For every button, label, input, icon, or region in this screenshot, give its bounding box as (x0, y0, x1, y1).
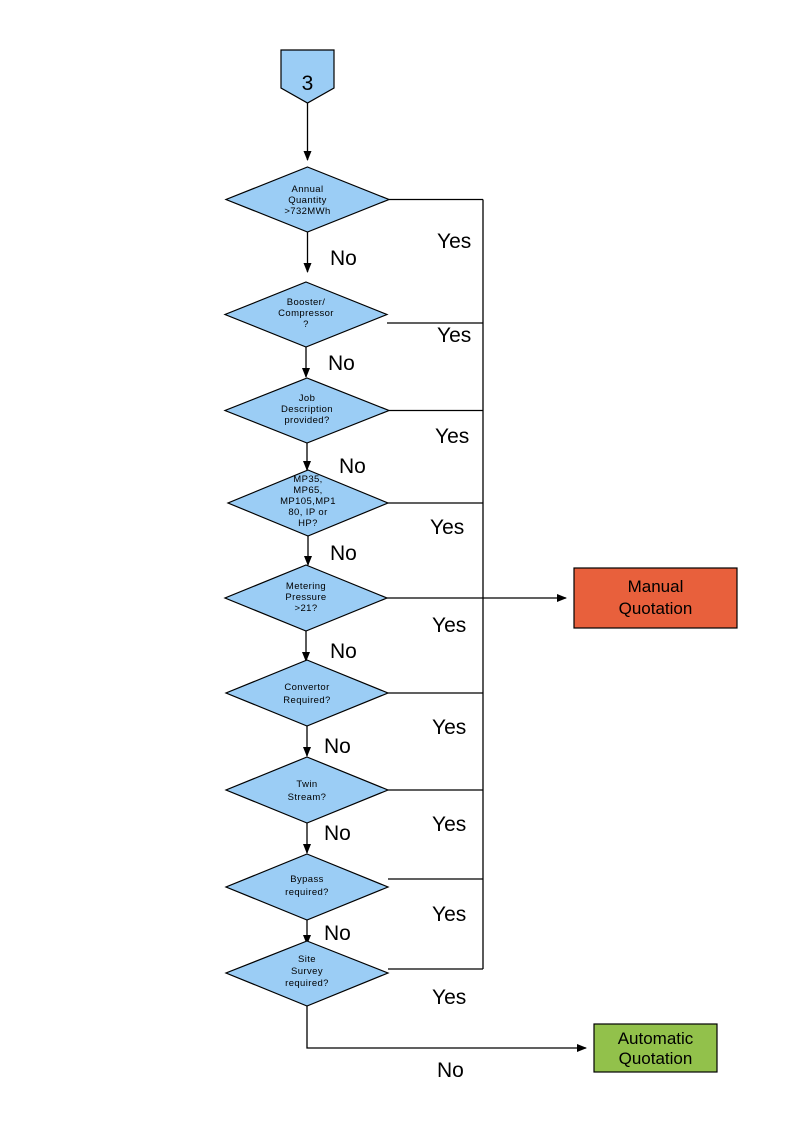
decision-booster-compressor-line-1: Compressor (278, 308, 334, 319)
label-convertor-required-no: No (324, 735, 351, 758)
decision-job-description-line-0: Job (299, 393, 316, 404)
terminal-manual-quotation[interactable]: Manual Quotation (573, 567, 738, 629)
decision-twin-stream-line-0: Twin (296, 779, 317, 790)
decision-meter-type-line-2: MP105,MP1 (280, 496, 336, 507)
label-meter-type-yes: Yes (430, 516, 464, 539)
decision-annual-quantity[interactable]: Annual Quantity >732MWh (224, 166, 391, 233)
decision-convertor-required[interactable]: Convertor Required? (224, 659, 390, 727)
decision-metering-pressure-line-1: Pressure (285, 592, 326, 603)
terminal-manual-quotation-shape (573, 567, 738, 629)
start-connector-label: 3 (302, 72, 314, 95)
off-page-connector-shape (280, 49, 335, 104)
decision-twin-stream-line-1: Stream? (288, 792, 327, 803)
decision-meter-type-line-1: MP65, (293, 485, 322, 496)
decision-site-survey[interactable]: Site Survey required? (224, 940, 390, 1007)
decision-meter-type-line-0: MP35, (293, 474, 322, 485)
decision-meter-type-line-4: HP? (298, 518, 318, 529)
label-bypass-required-no: No (324, 922, 351, 945)
label-bypass-required-yes: Yes (432, 903, 466, 926)
decision-metering-pressure[interactable]: Metering Pressure >21? (223, 564, 389, 632)
decision-metering-pressure-line-2: >21? (295, 603, 318, 614)
edge-site-survey-no-to-automatic-quotation (306, 1006, 587, 1052)
decision-annual-quantity-line-2: >732MWh (284, 206, 330, 217)
label-job-description-no: No (339, 455, 366, 478)
label-job-description-yes: Yes (435, 425, 469, 448)
label-annual-quantity-no: No (330, 247, 357, 270)
label-annual-quantity-yes: Yes (437, 230, 471, 253)
decision-twin-stream[interactable]: Twin Stream? (224, 756, 390, 824)
decision-site-survey-line-2: required? (285, 978, 329, 989)
terminal-automatic-quotation-line-1: Quotation (619, 1049, 693, 1068)
decision-job-description-line-2: provided? (284, 415, 329, 426)
label-twin-stream-yes: Yes (432, 813, 466, 836)
label-metering-pressure-no: No (330, 640, 357, 663)
decision-job-description[interactable]: Job Description provided? (223, 377, 391, 444)
label-twin-stream-no: No (324, 822, 351, 845)
decision-booster-compressor-line-0: Booster/ (287, 297, 326, 308)
decision-booster-compressor-line-2: ? (303, 319, 309, 330)
label-convertor-required-yes: Yes (432, 716, 466, 739)
decision-bypass-required[interactable]: Bypass required? (224, 853, 390, 921)
label-metering-pressure-yes: Yes (432, 614, 466, 637)
decision-annual-quantity-line-1: Quantity (288, 195, 327, 206)
terminal-automatic-quotation-line-0: Automatic (618, 1029, 694, 1048)
decision-twin-stream-shape (224, 756, 390, 824)
decision-site-survey-line-0: Site (298, 954, 316, 965)
label-booster-compressor-no: No (328, 352, 355, 375)
terminal-automatic-quotation[interactable]: Automatic Quotation (593, 1023, 718, 1073)
decision-job-description-line-1: Description (281, 404, 333, 415)
decision-booster-compressor[interactable]: Booster/ Compressor ? (223, 281, 389, 348)
terminal-manual-quotation-line-0: Manual (628, 577, 684, 596)
label-site-survey-yes: Yes (432, 986, 466, 1009)
decision-meter-type-line-3: 80, IP or (288, 507, 327, 518)
decision-bypass-required-line-1: required? (285, 887, 329, 898)
decision-bypass-required-line-0: Bypass (290, 874, 324, 885)
terminal-manual-quotation-line-1: Quotation (619, 599, 693, 618)
label-site-survey-no: No (437, 1059, 464, 1082)
decision-meter-type[interactable]: MP35, MP65, MP105,MP1 80, IP or HP? (226, 469, 390, 537)
label-booster-compressor-yes: Yes (437, 324, 471, 347)
decision-convertor-required-line-0: Convertor (284, 682, 329, 693)
label-meter-type-no: No (330, 542, 357, 565)
decision-convertor-required-line-1: Required? (283, 695, 330, 706)
decision-annual-quantity-line-0: Annual (292, 184, 324, 195)
decision-metering-pressure-line-0: Metering (286, 581, 326, 592)
start-connector-node[interactable]: 3 (280, 49, 335, 104)
decision-site-survey-line-1: Survey (291, 966, 323, 977)
decision-convertor-required-shape (224, 659, 390, 727)
terminal-automatic-quotation-shape (593, 1023, 718, 1073)
